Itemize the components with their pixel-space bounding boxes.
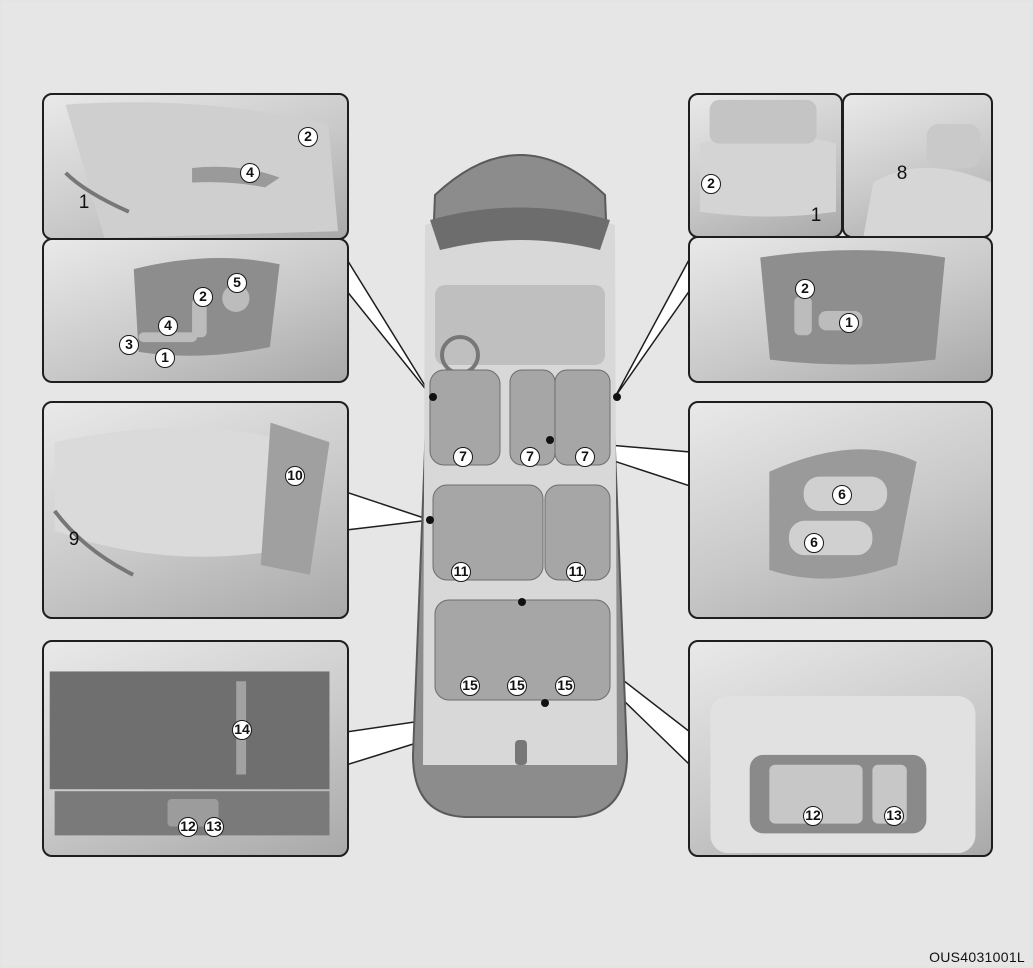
seat-callout-7-driver: 7 (453, 447, 473, 467)
panel-third-row-seatback: 14 12 13 (42, 640, 349, 857)
seat-callout-7-center: 7 (520, 447, 540, 467)
callout-2: 2 (193, 287, 213, 307)
callout-12: 12 (803, 806, 823, 826)
panel-front-left-manual-seat: 1 2 4 (42, 93, 349, 240)
callout-12: 12 (178, 817, 198, 837)
seat-callout-7-passenger: 7 (575, 447, 595, 467)
callout-6-upper: 6 (832, 485, 852, 505)
callout-1: 1 (839, 313, 859, 333)
callout-2: 2 (298, 127, 318, 147)
panel-front-right-headrest: 8 (842, 93, 993, 238)
callout-4: 4 (158, 316, 178, 336)
panel-second-row-seat: 9 10 (42, 401, 349, 619)
callout-6-lower: 6 (804, 533, 824, 553)
seat-callout-11-right: 11 (566, 562, 586, 582)
callout-2: 2 (795, 279, 815, 299)
callout-13: 13 (204, 817, 224, 837)
figure-code: OUS4031001L (929, 949, 1025, 965)
vehicle-top-view (411, 154, 629, 818)
panel-front-left-power-seat: 1 2 3 4 5 (42, 238, 349, 383)
callout-3: 3 (119, 335, 139, 355)
seat-callout-15-center: 15 (507, 676, 527, 696)
panel-seat-climate-switches: 6 6 (688, 401, 993, 619)
callout-10: 10 (285, 466, 305, 486)
callout-9: 9 (68, 529, 80, 550)
seat-callout-15-right: 15 (555, 676, 575, 696)
callout-8: 8 (896, 163, 908, 184)
callout-2: 2 (701, 174, 721, 194)
callout-13: 13 (884, 806, 904, 826)
callout-1: 1 (78, 192, 90, 213)
callout-14: 14 (232, 720, 252, 740)
panel-front-right-manual-seat: 2 1 (688, 93, 843, 238)
callout-5: 5 (227, 273, 247, 293)
callout-4: 4 (240, 163, 260, 183)
seat-callout-11-left: 11 (451, 562, 471, 582)
callout-1: 1 (810, 205, 822, 226)
callout-1: 1 (155, 348, 175, 368)
seat-callout-15-left: 15 (460, 676, 480, 696)
panel-third-row-release: 12 13 (688, 640, 993, 857)
panel-front-right-power-seat: 2 1 (688, 236, 993, 383)
